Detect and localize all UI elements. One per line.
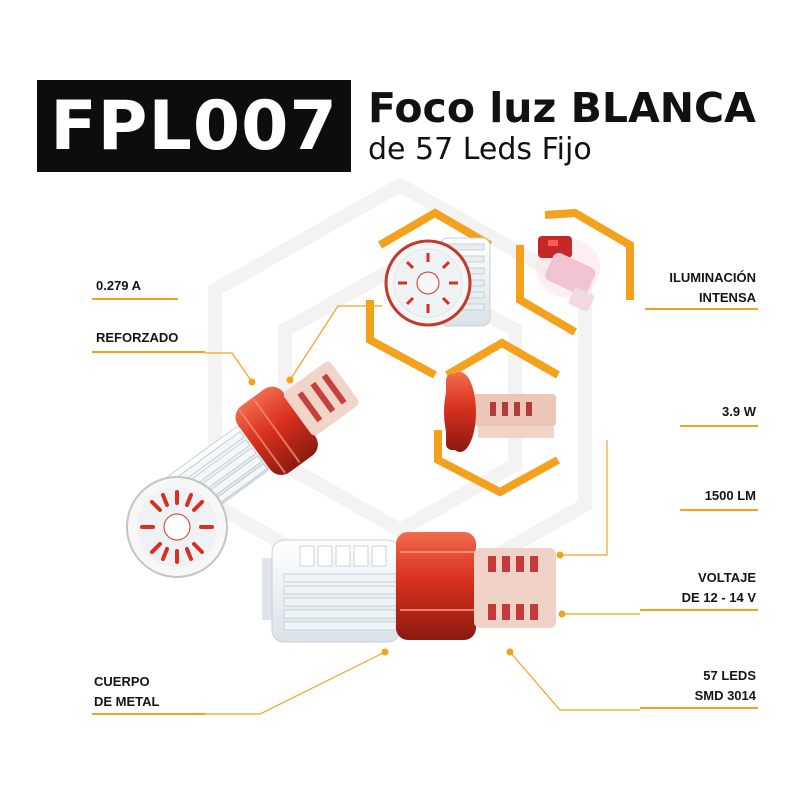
spec-voltage-line2: DE 12 - 14 V [681,590,756,605]
product-code-box: FPL007 [37,80,351,172]
bulb-top-view [384,237,491,327]
spec-reinforced: REFORZADO [96,330,179,345]
spec-lumens-underline [680,509,758,511]
spec-current: 0.279 A [96,278,142,293]
spec-current-underline [92,298,178,300]
spec-leds-line1: 57 LEDS [703,668,756,683]
spec-power-underline [680,425,758,427]
spec-leds-line2: SMD 3014 [694,688,756,703]
product-code: FPL007 [50,86,338,166]
bulb-side-horizontal [262,532,556,643]
hex-frame-top-left [366,208,493,379]
spec-body-line1: CUERPO [94,674,150,689]
hex-frame-top-right [516,208,634,336]
spec-body-underline [92,713,205,715]
hex-frame-middle [434,338,560,497]
callout-lines [205,305,640,715]
spec-illumination-line2: INTENSA [698,290,756,305]
callout-dots [248,376,566,656]
spec-body-line2: DE METAL [94,694,160,709]
spec-reinforced-underline [92,351,205,353]
spec-power: 3.9 W [722,404,756,419]
spec-lumens: 1500 LM [704,488,756,503]
spec-voltage-line1: VOLTAJE [697,570,756,585]
spec-illumination-underline [645,308,758,310]
bulb-side-lit [536,236,600,312]
product-title: Foco luz BLANCA [368,84,756,132]
bulb-base-view [444,372,556,452]
product-subtitle: de 57 Leds Fijo [368,132,592,167]
bulb-end-cap [126,476,228,578]
spec-voltage-underline [640,609,758,611]
spec-illumination-line1: ILUMINACIÓN [669,270,756,285]
spec-leds-underline [640,707,758,709]
